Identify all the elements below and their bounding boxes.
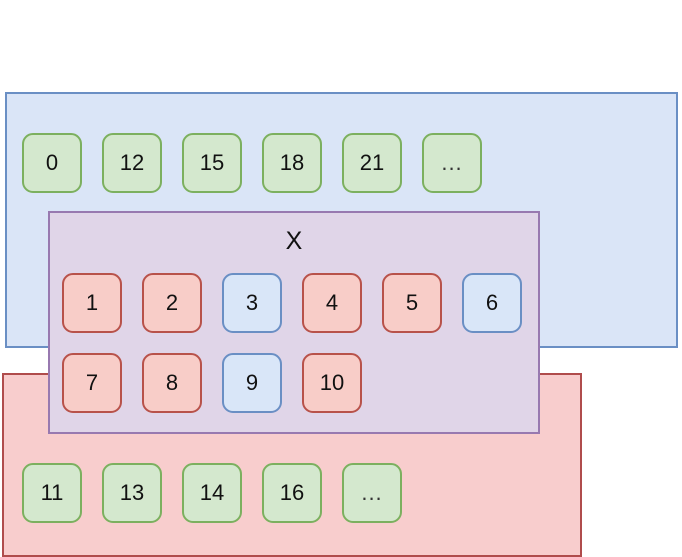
purple-set-region: X <box>48 211 540 434</box>
purple-set-label: X <box>285 227 303 255</box>
element-cell: 8 <box>142 353 202 413</box>
element-cell: 7 <box>62 353 122 413</box>
element-cell: 10 <box>302 353 362 413</box>
element-cell: 16 <box>262 463 322 523</box>
element-cell: ... <box>422 133 482 193</box>
element-cell: 18 <box>262 133 322 193</box>
element-cell: ... <box>342 463 402 523</box>
element-cell: 9 <box>222 353 282 413</box>
element-cell: 21 <box>342 133 402 193</box>
element-cell: 5 <box>382 273 442 333</box>
element-cell: 0 <box>22 133 82 193</box>
element-cell: 2 <box>142 273 202 333</box>
element-cell: 15 <box>182 133 242 193</box>
element-cell: 1 <box>62 273 122 333</box>
element-cell: 14 <box>182 463 242 523</box>
element-cell: 11 <box>22 463 82 523</box>
element-cell: 12 <box>102 133 162 193</box>
element-cell: 6 <box>462 273 522 333</box>
element-cell: 4 <box>302 273 362 333</box>
element-cell: 13 <box>102 463 162 523</box>
element-cell: 3 <box>222 273 282 333</box>
